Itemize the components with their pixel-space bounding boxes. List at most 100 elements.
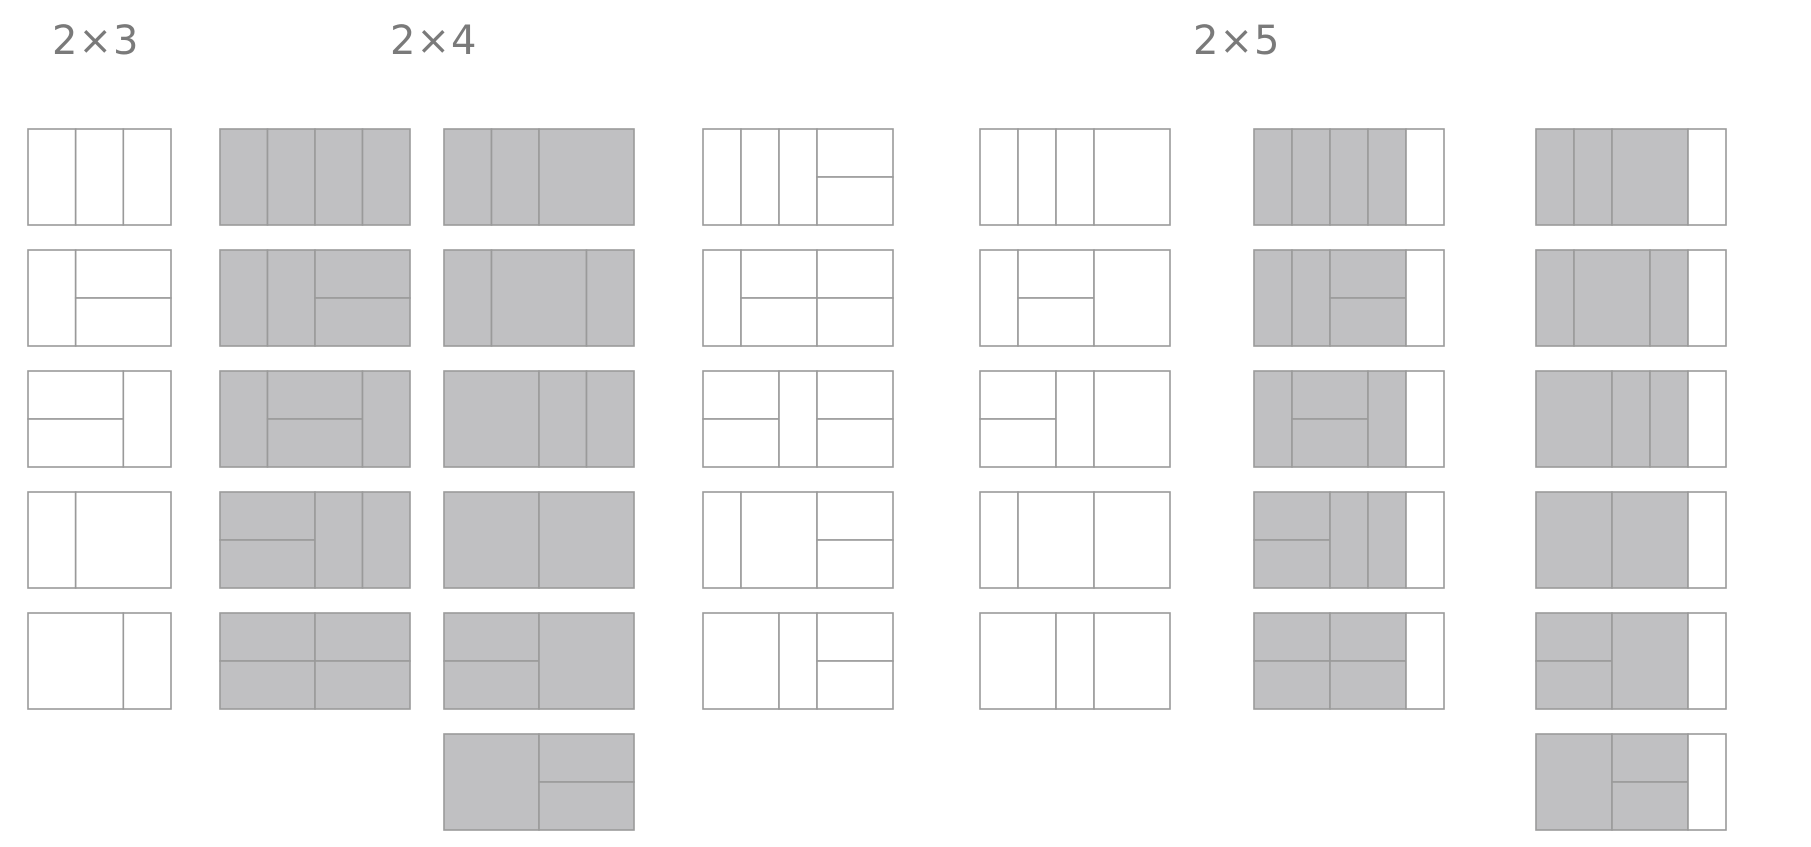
2x4-layouts-a-tile-2: [219, 249, 411, 347]
2x4-layouts-a-tile-5: [219, 612, 411, 710]
layout-cell: [702, 249, 742, 347]
layout-cell: [740, 297, 818, 347]
layout-cell: [1329, 660, 1407, 710]
layout-cell: [1687, 491, 1727, 589]
layout-cell: [1611, 491, 1689, 589]
layout-cell: [702, 491, 742, 589]
layout-cell: [1687, 370, 1727, 468]
layout-cell: [1017, 128, 1057, 226]
layout-cell: [702, 370, 780, 420]
layout-cell: [1367, 128, 1407, 226]
layout-cell: [314, 249, 411, 299]
layout-cell: [538, 491, 635, 589]
layout-cell: [1253, 612, 1331, 662]
layout-cell: [74, 128, 125, 226]
layout-cell: [1405, 491, 1445, 589]
layout-cell: [1253, 249, 1293, 347]
layout-cell: [443, 249, 493, 347]
2x5-layouts-b-tile-5: [979, 612, 1171, 710]
layout-cell: [122, 128, 172, 226]
2x5-layouts-b-tile-1: [979, 128, 1171, 226]
2x5-layouts-c-tile-2: [1253, 249, 1445, 347]
layout-cell: [1535, 612, 1613, 662]
layout-cell: [585, 370, 635, 468]
layout-cell: [1405, 128, 1445, 226]
2x5-layouts-a-tile-2: [702, 249, 894, 347]
layout-cell: [443, 128, 493, 226]
2x3-layouts-tile-5: [27, 612, 172, 710]
2x5-layouts-d-tile-4: [1535, 491, 1727, 589]
2x5-layouts-d-tile-5: [1535, 612, 1727, 710]
heading-2x5: 2×5: [1193, 18, 1281, 64]
layout-cell: [816, 539, 894, 589]
layout-cell: [443, 491, 540, 589]
layout-cell: [1291, 128, 1331, 226]
layout-cell: [361, 128, 411, 226]
2x5-layouts-b-tile-3: [979, 370, 1171, 468]
layout-cell: [490, 249, 588, 347]
layout-cell: [702, 128, 742, 226]
layout-cell: [1687, 612, 1727, 710]
layout-cell: [74, 491, 172, 589]
layout-cell: [219, 128, 269, 226]
layout-cell: [816, 491, 894, 541]
layout-cell: [1405, 370, 1445, 468]
layout-cell: [979, 418, 1057, 468]
layout-cell: [1329, 249, 1407, 299]
layout-cell: [979, 249, 1019, 347]
layout-cell: [443, 660, 540, 710]
layout-cell: [1687, 733, 1727, 831]
layout-cell: [1649, 249, 1689, 347]
heading-2x4: 2×4: [390, 18, 478, 64]
layout-cell: [1329, 491, 1369, 589]
layout-cell: [1093, 491, 1171, 589]
layout-cell: [27, 612, 125, 710]
2x4-layouts-b-tile-1: [443, 128, 635, 226]
layout-cell: [443, 612, 540, 662]
layout-cell: [740, 249, 818, 299]
2x4-layouts-a-tile-1: [219, 128, 411, 226]
layout-cell: [27, 249, 77, 347]
layout-cell: [778, 612, 818, 710]
layout-cell: [1253, 539, 1331, 589]
2x4-layouts-b-tile-6: [443, 733, 635, 831]
layout-cell: [1017, 491, 1095, 589]
heading-2x3: 2×3: [52, 18, 140, 64]
2x5-layouts-a-tile-5: [702, 612, 894, 710]
layout-cell: [1253, 491, 1331, 541]
2x5-layouts-d-tile-3: [1535, 370, 1727, 468]
layout-cell: [314, 660, 411, 710]
layout-cell: [538, 128, 635, 226]
layout-cell: [979, 612, 1057, 710]
layout-cell: [740, 128, 780, 226]
layout-cell: [219, 539, 316, 589]
layout-cell: [1535, 491, 1613, 589]
layout-cell: [1611, 733, 1689, 783]
layout-cell: [1535, 660, 1613, 710]
layout-cell: [219, 660, 316, 710]
layout-cell: [219, 249, 269, 347]
layout-cell: [778, 370, 818, 468]
2x5-layouts-c-tile-5: [1253, 612, 1445, 710]
layout-cell: [27, 491, 77, 589]
layout-cell: [740, 491, 818, 589]
layout-cell: [1405, 249, 1445, 347]
layout-cell: [361, 491, 411, 589]
layout-cell: [361, 370, 411, 468]
layout-cell: [1253, 128, 1293, 226]
layout-cell: [585, 249, 635, 347]
layout-cell: [266, 370, 364, 420]
layout-cell: [1367, 370, 1407, 468]
2x4-layouts-b-tile-2: [443, 249, 635, 347]
layout-cell: [219, 612, 316, 662]
layout-cell: [1291, 418, 1369, 468]
layout-cell: [702, 612, 780, 710]
layout-cell: [1687, 249, 1727, 347]
2x4-layouts-b-tile-4: [443, 491, 635, 589]
layout-cell: [538, 370, 588, 468]
layout-cell: [1093, 128, 1171, 226]
layout-cell: [816, 176, 894, 226]
layout-cell: [1253, 660, 1331, 710]
2x5-layouts-d-tile-1: [1535, 128, 1727, 226]
